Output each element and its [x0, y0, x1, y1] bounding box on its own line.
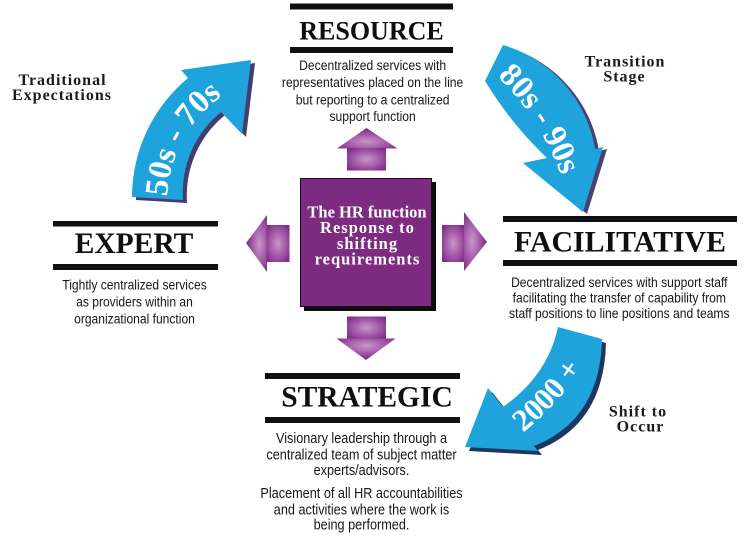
center-text-line: shifting [337, 234, 398, 253]
role-title: RESOURCE [299, 17, 443, 46]
description-line: and activities where the work is [274, 502, 450, 518]
arrow-left-icon [246, 215, 267, 272]
era-arrow-2000-plus: 2000 + [465, 327, 606, 455]
title-rule-top [265, 373, 460, 379]
description-line: organizational function [74, 311, 195, 327]
center-box: The HR function Response to shifting req… [300, 178, 436, 311]
description-line: as providers within an [76, 294, 193, 310]
stage-label-line: Occur [617, 419, 665, 436]
title-rule-bottom [53, 264, 218, 270]
stage-label-line: Traditional [18, 72, 106, 89]
description-paragraph: Placement of all HR accountabilities and… [260, 485, 462, 532]
role-title: FACILITATIVE [514, 226, 726, 259]
curved-arrow-icon [465, 327, 602, 451]
role-title: EXPERT [75, 228, 194, 260]
connector-arrow-to-expert [246, 215, 290, 272]
description-line: Decentralized services with [299, 57, 446, 73]
curved-arrow-icon [485, 45, 603, 212]
title-rule-bottom [265, 417, 460, 423]
title-rule-top [290, 3, 453, 10]
stage-label-line: Stage [603, 69, 645, 86]
role-facilitative: FACILITATIVE Decentralized services with… [503, 216, 737, 321]
role-strategic: STRATEGIC Visionary leadership through a… [260, 373, 463, 533]
description-line: Placement of all HR accountabilities [260, 485, 462, 501]
center-text-line: The HR function [307, 203, 426, 222]
arrow-shaft [442, 225, 465, 262]
description-line: Decentralized services with support staf… [511, 274, 728, 290]
description-line: being performed. [314, 517, 410, 533]
description-line: Tightly centralized services [62, 277, 207, 293]
era-stage-label-shift: Shift to Occur [609, 404, 667, 436]
description-line: but reporting to a centralized [296, 92, 450, 108]
role-description: Tightly centralized services as provider… [62, 277, 207, 327]
center-box-panel [300, 178, 432, 307]
role-description: Decentralized services with support staf… [509, 274, 730, 321]
era-stage-label-traditional: Traditional Expectations [12, 72, 112, 104]
role-description: Decentralized services with representati… [282, 57, 463, 124]
title-rule-bottom [503, 260, 737, 266]
description-paragraph: Visionary leadership through a centraliz… [266, 430, 457, 478]
description-line: Visionary leadership through a [276, 430, 447, 446]
connector-arrow-to-strategic [336, 316, 396, 360]
connector-arrow-to-resource [337, 128, 398, 171]
stage-label-line: Transition [585, 54, 666, 71]
arrow-shaft [266, 225, 290, 262]
description-line: representatives placed on the line [282, 74, 463, 90]
era-stage-label-transition: Transition Stage [585, 54, 666, 86]
arrow-right-icon [464, 212, 487, 271]
arrow-shaft [347, 148, 386, 171]
description-line: centralized team of subject matter [266, 447, 457, 463]
title-rule-top [53, 221, 218, 227]
connector-arrow-to-facilitative [442, 212, 487, 271]
arrow-shaft [347, 316, 386, 339]
description-line: experts/advisors. [314, 462, 410, 478]
description-line: facilitating the transfer of capability … [513, 290, 726, 306]
description-line: support function [329, 108, 415, 124]
center-text-line: Response to [320, 218, 415, 237]
stage-label-line: Expectations [12, 87, 112, 104]
role-expert: EXPERT Tightly centralized services as p… [53, 221, 218, 327]
title-rule-top [503, 216, 737, 222]
role-resource: RESOURCE Decentralized services with rep… [282, 3, 463, 124]
arrow-down-icon [336, 338, 396, 360]
curved-arrow-icon [132, 60, 251, 200]
center-text-line: requirements [315, 250, 421, 269]
stage-label-line: Shift to [609, 404, 667, 421]
arrow-up-icon [337, 128, 398, 149]
description-line: staff positions to line positions and te… [509, 305, 730, 321]
role-description: Visionary leadership through a centraliz… [260, 430, 462, 532]
role-title: STRATEGIC [281, 382, 453, 414]
title-rule-bottom [290, 47, 453, 53]
